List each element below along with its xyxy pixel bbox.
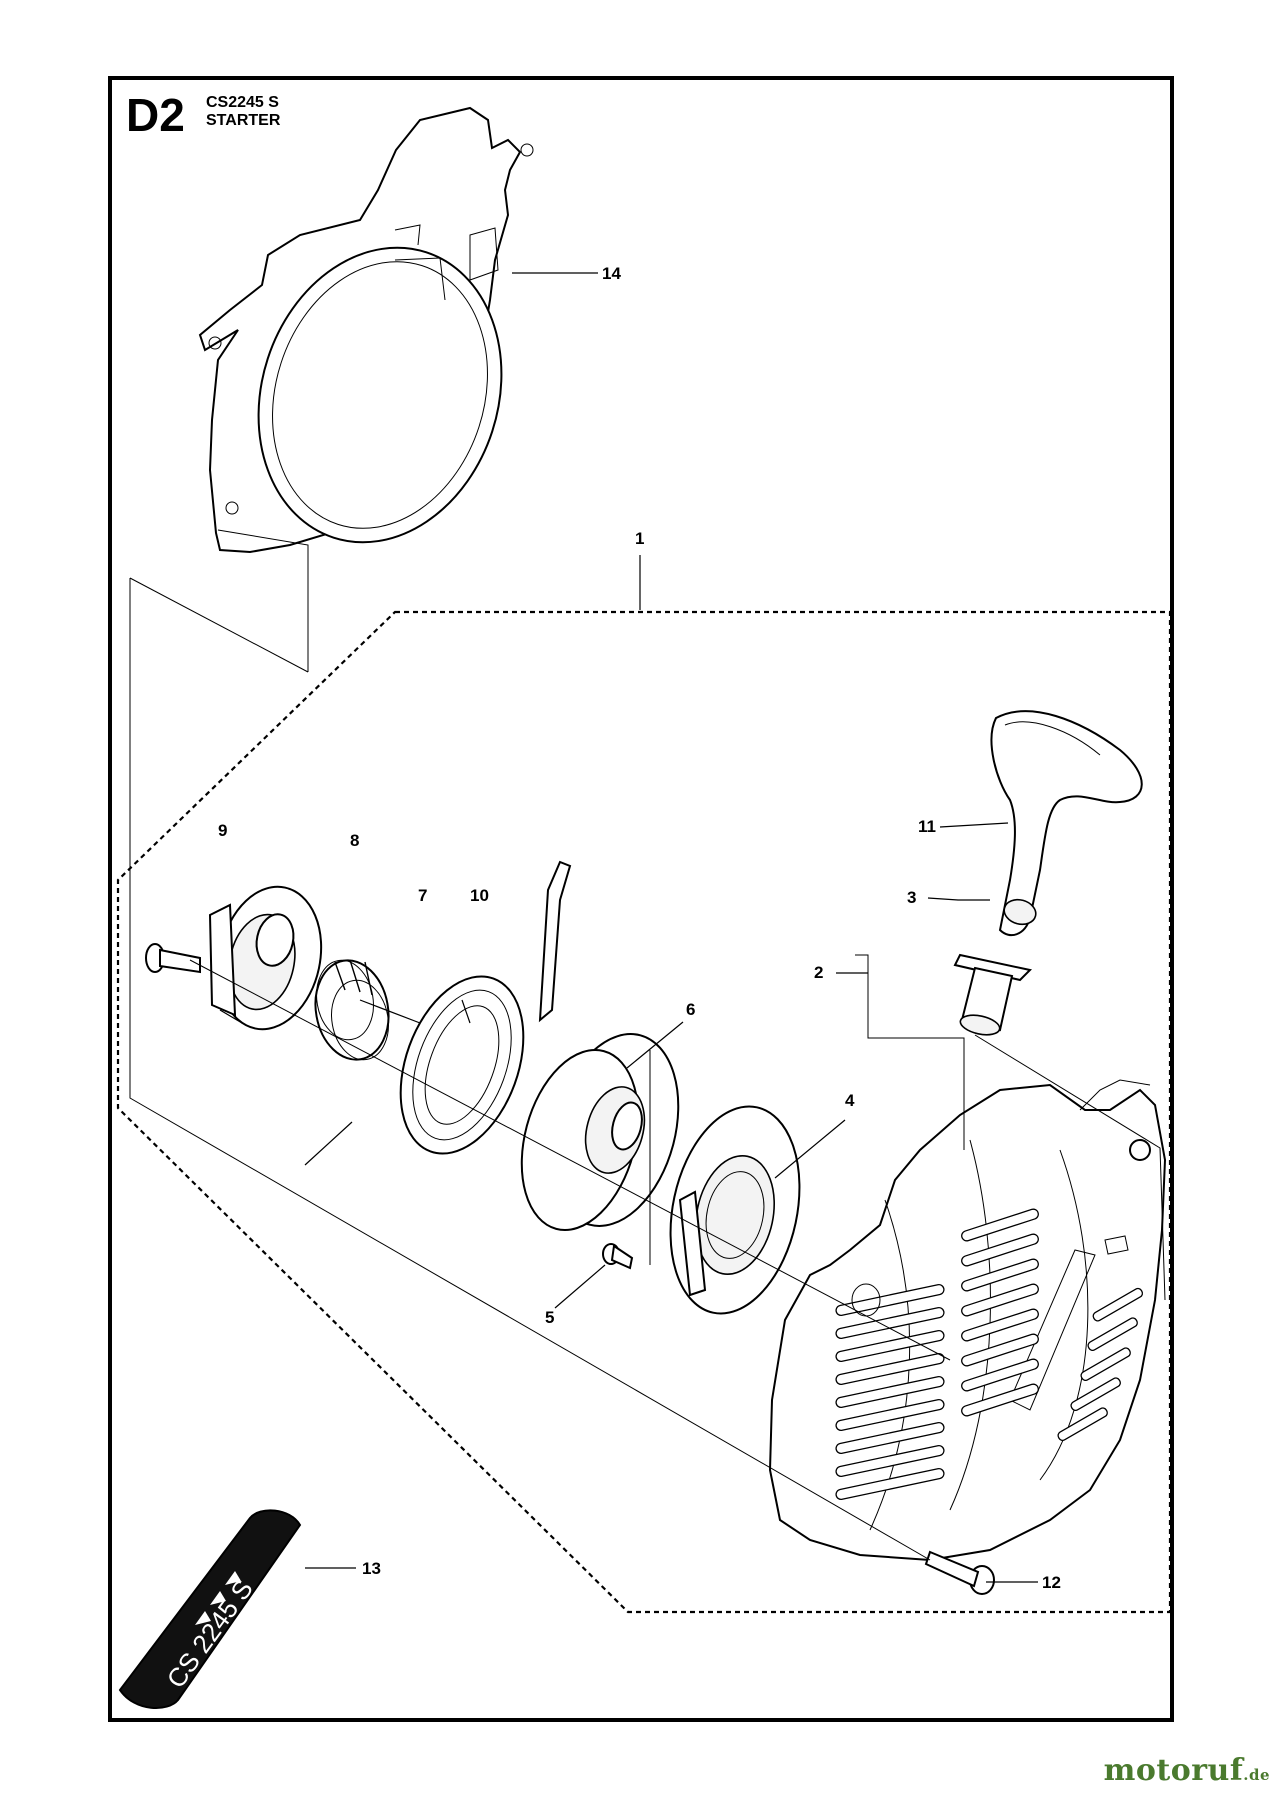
- callout-1: 1: [635, 529, 644, 548]
- diagram-frame: [108, 76, 1174, 1722]
- callout-10: 10: [470, 886, 489, 905]
- part-10-recoil-spring: [399, 860, 572, 1155]
- part-12-screw: [924, 1550, 995, 1595]
- callout-6: 6: [686, 1000, 695, 1019]
- group-name: STARTER: [206, 112, 281, 129]
- callout-5: 5: [545, 1308, 554, 1327]
- assembly-axis-lines: [129, 578, 1166, 1561]
- callout-8: 8: [350, 831, 359, 850]
- part-13-decal: CS 2245 S: [118, 1509, 302, 1710]
- diagram-title: CS2245 S STARTER: [206, 94, 280, 130]
- model-name: CS2245 S: [206, 94, 279, 111]
- callout-7: 7: [418, 886, 427, 905]
- part-9-bolt: [145, 943, 201, 974]
- part-3-rope-guide: [953, 953, 1033, 1036]
- callout-14: 14: [602, 264, 621, 283]
- callout-9: 9: [218, 821, 227, 840]
- callout-4: 4: [845, 1091, 855, 1110]
- callout-leader-lines: [219, 272, 1038, 1583]
- callout-numbers: 14 1 11 3 2 9 8 7 10 6 4 5 12 13: [218, 264, 1061, 1592]
- watermark-brand: motoruf: [1103, 1753, 1244, 1788]
- callout-12: 12: [1042, 1573, 1061, 1592]
- callout-2: 2: [814, 963, 823, 982]
- part-5-screw: [602, 1243, 634, 1270]
- part-2-starter-cover: [768, 1079, 1167, 1562]
- part-11-handle: [990, 710, 1143, 937]
- callout-11: 11: [918, 817, 936, 836]
- part-4-pawl-plate: [669, 1105, 801, 1315]
- part-14-fan-housing: [129, 106, 534, 673]
- part-6-rope-pulley: [520, 1033, 680, 1231]
- starter-assembly-outline: [116, 610, 1172, 1614]
- watermark-tld: .de: [1243, 1766, 1270, 1784]
- callout-3: 3: [907, 888, 916, 907]
- watermark: motoruf.de: [1104, 1753, 1270, 1788]
- part-8-hub: [208, 885, 323, 1031]
- section-code: D2: [126, 89, 185, 141]
- callout-13: 13: [362, 1559, 381, 1578]
- part-7-spring: [314, 959, 390, 1061]
